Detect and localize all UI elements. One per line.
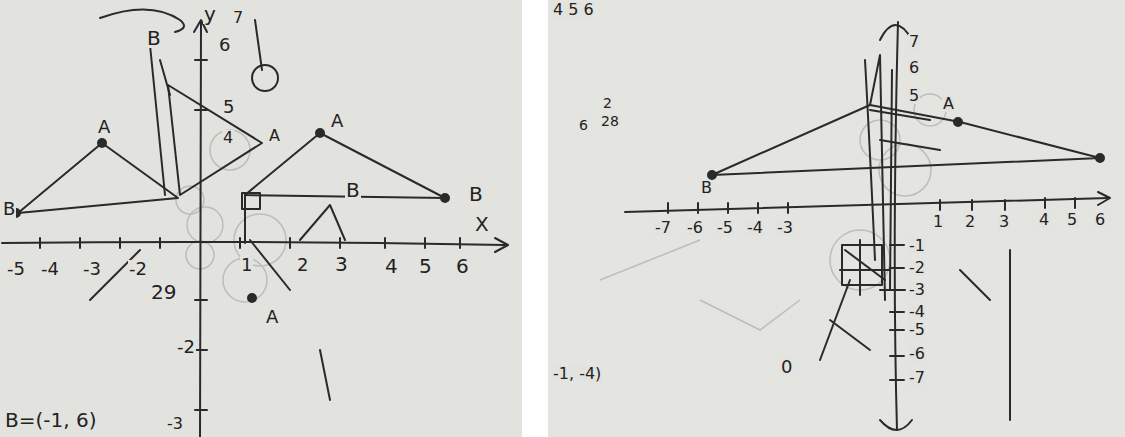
handwritten-label: -2 bbox=[908, 260, 926, 276]
handwritten-label: 4 bbox=[384, 256, 399, 276]
handwritten-label: 1 bbox=[240, 256, 253, 274]
handwritten-label: y bbox=[203, 4, 217, 24]
handwritten-label: 6 bbox=[578, 118, 589, 132]
handwritten-label: B bbox=[345, 180, 361, 200]
handwritten-label: B bbox=[700, 180, 713, 196]
handwritten-label: 6 bbox=[218, 36, 231, 54]
handwritten-label: -1 bbox=[908, 238, 926, 254]
handwritten-label: 3 bbox=[998, 214, 1010, 230]
handwritten-label: -6 bbox=[908, 346, 926, 362]
handwritten-label: -2 bbox=[128, 260, 148, 278]
handwritten-label: 28 bbox=[600, 114, 620, 128]
handwritten-label: 4 5 6 bbox=[552, 2, 595, 18]
handwritten-label: 2 bbox=[964, 214, 976, 230]
handwritten-label: A bbox=[942, 96, 955, 112]
handwritten-label: B bbox=[468, 184, 484, 204]
handwritten-label: 1 bbox=[932, 214, 944, 230]
handwritten-label: -3 bbox=[776, 220, 794, 236]
handwritten-label: 5 bbox=[418, 256, 433, 276]
handwritten-label: 6 bbox=[1094, 212, 1106, 228]
handwritten-label: -5 bbox=[716, 220, 734, 236]
handwritten-label: -3 bbox=[908, 282, 926, 298]
handwritten-label: 2 bbox=[602, 96, 613, 110]
handwritten-label: -5 bbox=[908, 322, 926, 338]
handwritten-label: 5 bbox=[1066, 212, 1078, 228]
handwritten-label: 6 bbox=[908, 60, 920, 76]
handwritten-label: 4 bbox=[222, 130, 234, 146]
handwritten-label: A bbox=[97, 118, 111, 136]
handwritten-label: 7 bbox=[908, 34, 920, 50]
handwritten-label: 5 bbox=[222, 98, 235, 116]
handwritten-label: 6 bbox=[455, 256, 470, 276]
handwritten-label: A bbox=[265, 308, 279, 326]
handwritten-label: -2 bbox=[176, 338, 196, 356]
handwritten-label: 3 bbox=[334, 254, 349, 274]
handwritten-label: B bbox=[2, 200, 16, 218]
handwritten-label: -3 bbox=[82, 260, 102, 278]
handwritten-label: -4 bbox=[40, 260, 60, 278]
handwritten-label: -4 bbox=[908, 304, 926, 320]
handwritten-label: 0 bbox=[780, 358, 793, 376]
handwritten-label: -7 bbox=[654, 220, 672, 236]
handwritten-label: 2 bbox=[296, 256, 309, 274]
handwritten-label: 7 bbox=[232, 10, 244, 26]
handwritten-label: B=(-1, 6) bbox=[4, 410, 97, 430]
handwritten-label: -7 bbox=[908, 370, 926, 386]
handwritten-label: B bbox=[146, 28, 162, 48]
handwritten-label: X bbox=[474, 214, 490, 234]
handwritten-label: 4 bbox=[1038, 212, 1050, 228]
handwritten-label: 29 bbox=[150, 282, 177, 302]
handwritten-label: A bbox=[268, 128, 281, 144]
handwritten-label: -1, -4) bbox=[552, 366, 602, 382]
handwritten-label: -5 bbox=[6, 260, 26, 278]
handwritten-label: -4 bbox=[746, 220, 764, 236]
handwritten-label: -3 bbox=[166, 416, 184, 432]
handwritten-label: A bbox=[330, 112, 344, 130]
handwritten-label: -6 bbox=[686, 220, 704, 236]
handwritten-label: 5 bbox=[908, 88, 920, 104]
